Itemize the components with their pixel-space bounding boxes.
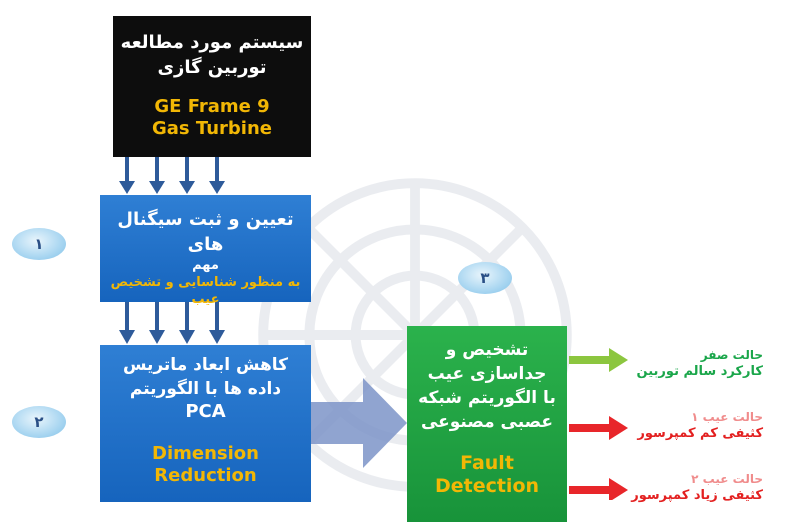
step-badge-2: ۲: [12, 406, 66, 438]
output-arrows: [569, 348, 628, 500]
signal-selection-line-2: مهم: [192, 258, 219, 273]
dim-reduction-line-3: PCA: [185, 401, 226, 422]
arrow-fault-2: [569, 478, 628, 500]
fault-detection-en-1: Fault: [460, 452, 514, 474]
output-healthy: حالت صفر کارکرد سالم توربین: [613, 347, 763, 380]
system-title-en-1: GE Frame 9: [154, 96, 270, 117]
dimension-reduction-box: کاهش ابعاد ماتریس داده ها با الگوریتم PC…: [100, 345, 311, 502]
system-title-en-2: Gas Turbine: [152, 118, 272, 139]
output-fault-2-state: حالت عیب ۲: [691, 472, 763, 486]
fault-detection-en-2: Detection: [434, 475, 540, 497]
dim-reduction-en-2: Reduction: [154, 465, 257, 486]
signal-arrows-middle: [119, 302, 225, 344]
step-badge-1: ۱: [12, 228, 66, 260]
fault-detection-line-2: جداسازی عیب: [427, 364, 547, 384]
output-healthy-desc: کارکرد سالم توربین: [636, 364, 763, 379]
fault-detection-line-1: تشخیص و: [445, 340, 529, 360]
fault-detection-line-3: با الگوریتم شبکه: [418, 388, 556, 408]
output-fault-2-desc: کثیفی زیاد کمپرسور: [631, 488, 763, 503]
dim-reduction-line-2: داده ها با الگوریتم: [129, 379, 282, 399]
output-fault-1-state: حالت عیب ۱: [691, 410, 763, 424]
system-title-fa-1: سیستم مورد مطالعه: [120, 32, 304, 53]
signal-arrows-top: [119, 157, 225, 194]
system-under-study-box: سیستم مورد مطالعه توربین گازی GE Frame 9…: [113, 16, 311, 157]
dim-reduction-en-1: Dimension: [152, 443, 259, 464]
flow-arrow-to-detection: [311, 378, 407, 468]
fault-detection-box: تشخیص و جداسازی عیب با الگوریتم شبکه عصب…: [407, 326, 567, 522]
arrow-healthy: [569, 348, 628, 372]
dim-reduction-line-1: کاهش ابعاد ماتریس: [122, 355, 289, 375]
fault-detection-line-4: عصبی مصنوعی: [420, 412, 554, 432]
signal-selection-line-4: عیب: [191, 292, 220, 307]
signal-selection-line-3: به منظور شناسایی و تشخیص: [110, 275, 301, 290]
output-fault-1-desc: کثیفی کم کمپرسور: [637, 426, 763, 441]
output-fault-1: حالت عیب ۱ کثیفی کم کمپرسور: [613, 409, 763, 442]
arrow-fault-1: [569, 416, 628, 440]
output-healthy-state: حالت صفر: [700, 348, 763, 362]
step-badge-3: ۳: [458, 262, 512, 294]
signal-selection-line-1: تعیین و ثبت سیگنال های: [117, 209, 294, 255]
system-title-fa-2: توربین گازی: [157, 57, 267, 78]
signal-selection-box: تعیین و ثبت سیگنال های مهم به منظور شناس…: [100, 195, 311, 307]
output-fault-2: حالت عیب ۲ کثیفی زیاد کمپرسور: [613, 471, 763, 504]
